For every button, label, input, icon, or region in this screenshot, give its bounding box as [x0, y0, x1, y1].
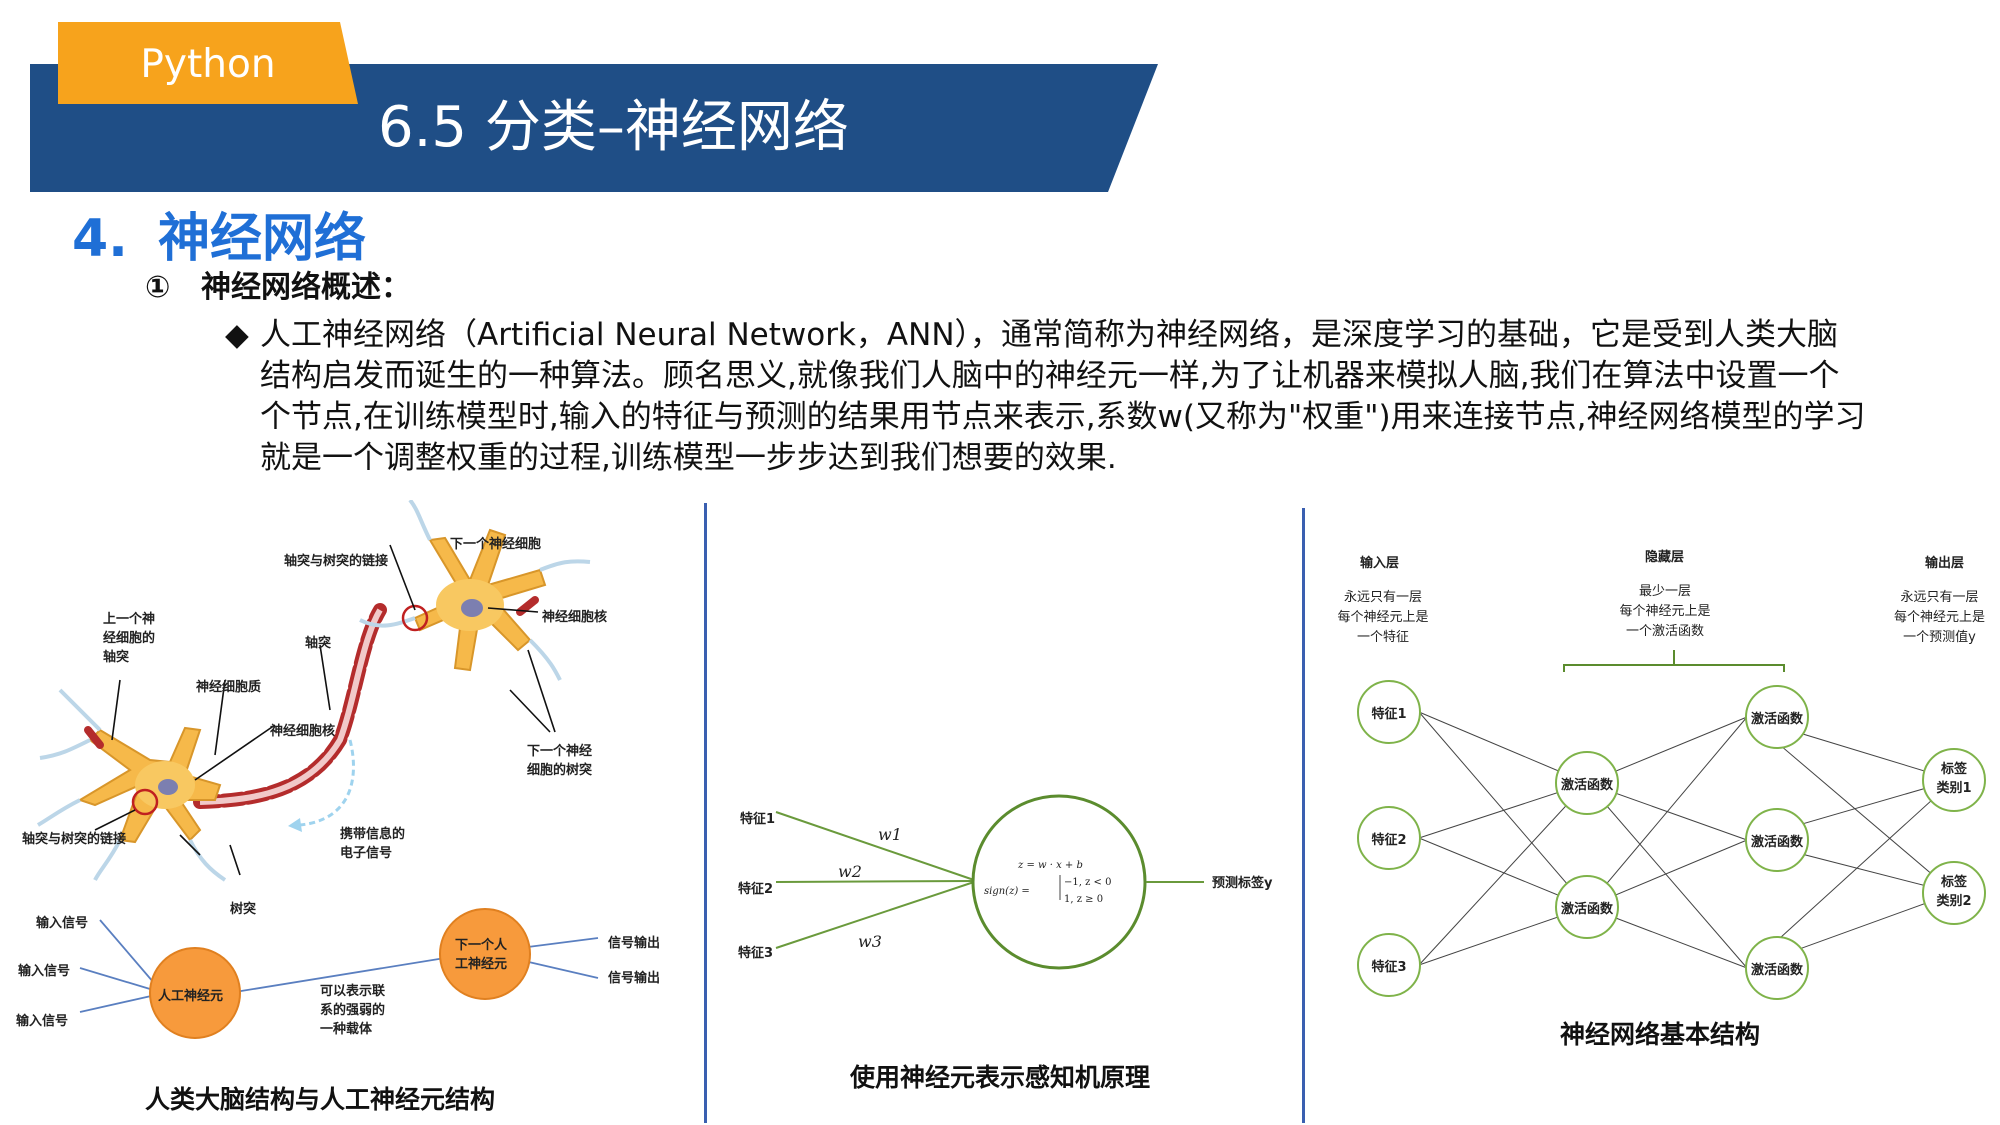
output-node — [1922, 748, 1986, 812]
synapse-highlight — [131, 788, 159, 816]
output-node-label: 标签类别1 — [1936, 762, 1972, 796]
neuron-cell-lower — [36, 688, 227, 882]
hidden-layer-desc: 最少一层每个神经元上是一个激活函数 — [1619, 584, 1711, 639]
hidden1-node-label: 激活函数 — [1560, 778, 1613, 793]
label-input-2: 输入信号 — [18, 964, 71, 979]
hidden2-node-label: 激活函数 — [1750, 963, 1803, 978]
formula-case-2: 1, z ≥ 0 — [1064, 894, 1104, 905]
label-link-strength: 可以表示联系的强弱的一种载体 — [320, 984, 386, 1037]
network-structure-diagram — [1357, 650, 1986, 1000]
subsection-title: 神经网络概述： — [201, 270, 411, 305]
python-tag: Python — [140, 42, 276, 87]
figure1-caption: 人类大脑结构与人工神经元结构 — [144, 1085, 495, 1114]
label-axon-dendrite-link: 轴突与树突的链接 — [284, 554, 389, 569]
neuron-illustration — [36, 500, 599, 1039]
label-output-1: 信号输出 — [608, 936, 661, 951]
figure3-caption: 神经网络基本结构 — [1559, 1020, 1760, 1049]
artificial-neuron-node — [149, 947, 241, 1039]
hidden2-node — [1745, 685, 1809, 749]
hidden2-node — [1745, 808, 1809, 872]
formula-z: z = w · x + b — [1018, 860, 1083, 871]
perceptron-output: 预测标签y — [1212, 876, 1273, 891]
label-cytoplasm: 神经细胞质 — [196, 680, 262, 695]
perceptron-input-2: 特征2 — [738, 882, 774, 897]
section-number: 4. — [72, 209, 128, 269]
hidden2-node — [1745, 936, 1809, 1000]
label-axon: 轴突 — [305, 636, 332, 651]
diamond-bullet-icon: ◆ — [225, 317, 249, 353]
weight-w2: w2 — [838, 862, 862, 881]
label-prev-axon: 上一个神经细胞的轴突 — [103, 612, 156, 665]
input-node-label: 特征2 — [1371, 833, 1407, 848]
subsection-marker: ① — [145, 270, 171, 305]
label-input-3: 输入信号 — [16, 1014, 69, 1029]
axon-terminal — [84, 726, 104, 749]
neuron-cell-upper — [359, 500, 591, 681]
panel-divider — [1302, 508, 1305, 1123]
input-node — [1357, 933, 1421, 997]
hidden1-node-label: 激活函数 — [1560, 902, 1613, 917]
label-nucleus-mid: 神经细胞核 — [270, 724, 336, 739]
weight-w1: w1 — [878, 825, 902, 844]
header-banner — [30, 22, 1158, 192]
label-axon-dendrite-link-left: 轴突与树突的链接 — [22, 832, 127, 847]
label-nucleus-top: 神经细胞核 — [542, 610, 608, 625]
next-artificial-neuron-node — [439, 908, 531, 1000]
subsection-heading: ① 神经网络概述： — [145, 262, 411, 306]
paragraph-line: 个节点,在训练模型时,输入的特征与预测的结果用节点来表示,系数w(又称为"权重"… — [260, 399, 1866, 435]
annotation-arrows — [94, 544, 556, 876]
label-next-artificial: 下一个人工神经元 — [455, 938, 508, 972]
paragraph-line: 人工神经网络（Artificial Neural Network，ANN），通常… — [260, 317, 1838, 353]
perceptron-diagram — [775, 794, 1204, 970]
input-layer-desc: 永远只有一层每个神经元上是一个特征 — [1337, 590, 1429, 645]
label-artificial-neuron: 人工神经元 — [158, 989, 224, 1004]
hidden2-node-label: 激活函数 — [1750, 712, 1803, 727]
label-output-2: 信号输出 — [608, 971, 661, 986]
python-tag-shape — [58, 22, 358, 104]
hidden2-node-label: 激活函数 — [1750, 835, 1803, 850]
label-input-1: 输入信号 — [36, 916, 89, 931]
input-node-label: 特征1 — [1371, 707, 1407, 722]
hidden1-node — [1555, 875, 1619, 939]
output-node — [1922, 861, 1986, 925]
input-node — [1357, 806, 1421, 870]
section-title: 神经网络 — [158, 209, 367, 269]
label-next-cell: 下一个神经细胞 — [450, 537, 542, 552]
layer-title-output: 输出层 — [1925, 556, 1965, 571]
output-node-label: 标签类别2 — [1936, 875, 1972, 909]
perceptron-input-1: 特征1 — [740, 812, 776, 827]
hidden1-node — [1555, 751, 1619, 815]
synapse-highlight — [401, 604, 429, 632]
perceptron-input-3: 特征3 — [738, 946, 774, 961]
formula-sign: sign(z) = — [984, 886, 1030, 897]
output-layer-desc: 永远只有一层每个神经元上是一个预测值y — [1893, 590, 1985, 645]
input-node-label: 特征3 — [1371, 960, 1407, 975]
layer-title-hidden: 隐藏层 — [1645, 550, 1685, 565]
paragraph-line: 就是一个调整权重的过程,训练模型一步步达到我们想要的效果. — [260, 440, 1117, 476]
input-node — [1357, 680, 1421, 744]
figure2-caption: 使用神经元表示感知机原理 — [849, 1063, 1150, 1092]
label-dendrite: 树突 — [230, 902, 257, 917]
formula-case-1: −1, z < 0 — [1064, 877, 1112, 888]
layer-title-input: 输入层 — [1360, 556, 1400, 571]
label-signal: 携带信息的电子信号 — [340, 827, 406, 861]
panel-divider — [704, 503, 707, 1123]
paragraph-line: 结构启发而诞生的一种算法。顾名思义,就像我们人脑中的神经元一样,为了让机器来模拟… — [260, 358, 1840, 394]
slide-title: 6.5 分类–神经网络 — [378, 95, 849, 160]
artificial-neuron-diagram — [79, 908, 599, 1039]
perceptron-node — [971, 794, 1147, 970]
label-next-dendrite: 下一个神经细胞的树突 — [527, 744, 593, 778]
section-heading: 4. 神经网络 — [72, 196, 366, 271]
weight-w3: w3 — [858, 932, 882, 951]
